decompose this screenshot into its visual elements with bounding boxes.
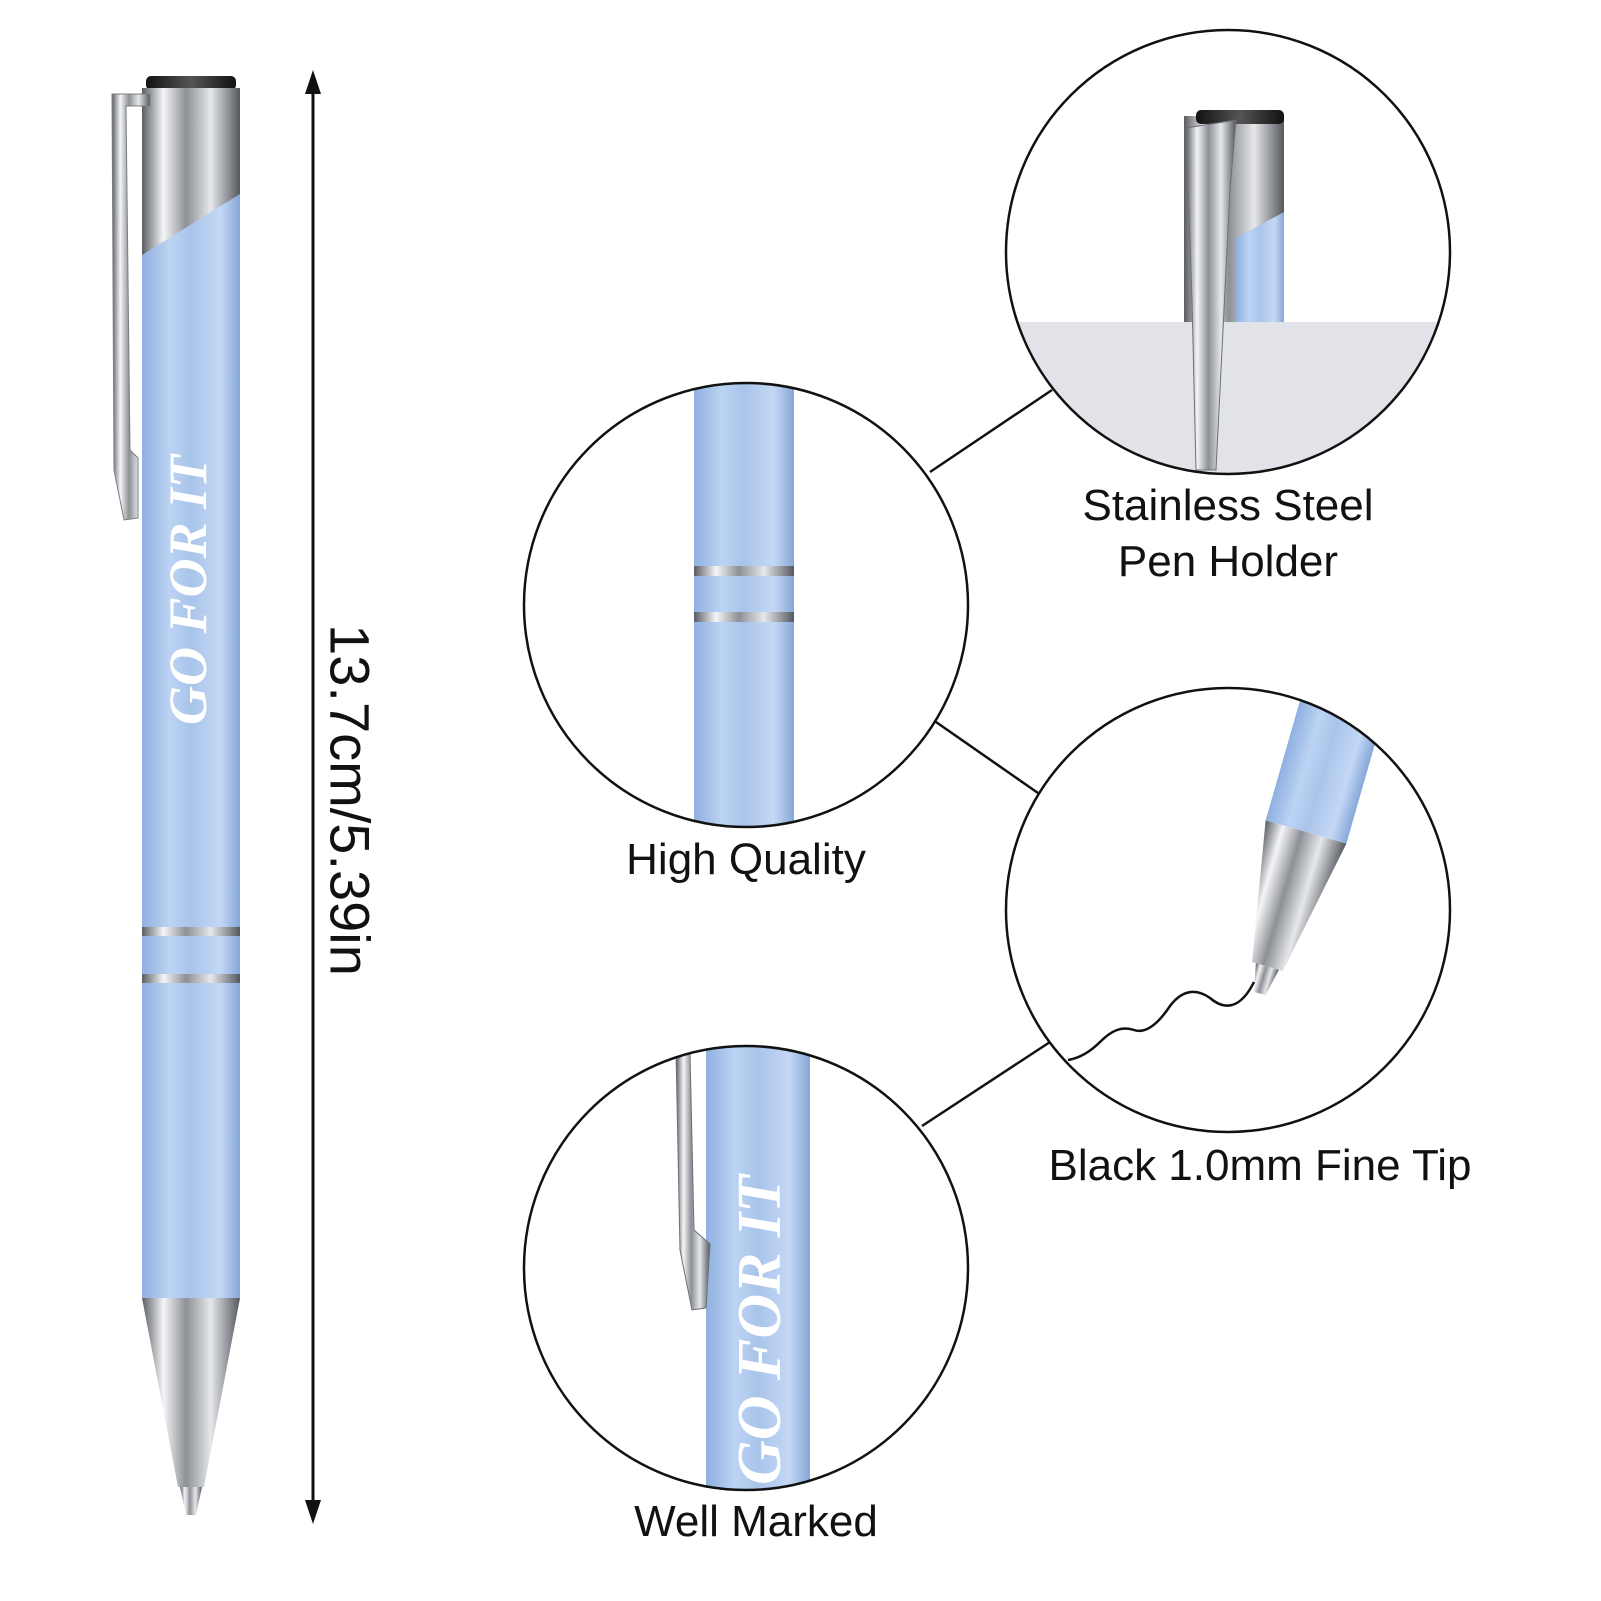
pen-clip	[111, 93, 151, 521]
callout-imprint: GO FOR IT	[726, 1173, 794, 1485]
pen: GO FOR IT	[111, 76, 240, 1515]
length-dimension	[305, 70, 321, 1524]
callout-tip	[1004, 686, 1452, 1134]
label-holder: Stainless Steel Pen Holder	[1028, 478, 1428, 590]
callout-quality	[522, 381, 970, 829]
pen-tip-cone	[142, 1298, 240, 1487]
callout-holder	[1004, 28, 1452, 476]
label-marked: Well Marked	[634, 1497, 878, 1546]
pen-ring	[142, 974, 240, 983]
pen-imprint: GO FOR IT	[158, 453, 218, 725]
label-tip: Black 1.0mm Fine Tip	[1048, 1141, 1472, 1190]
label-quality: High Quality	[626, 835, 866, 884]
arrow-down-icon	[305, 1500, 321, 1524]
callout-marked: GO FOR IT	[522, 1044, 970, 1492]
length-label: 13.7cm/5.39in	[318, 624, 382, 976]
pen-barrel	[142, 194, 240, 1298]
pen-ring	[142, 927, 240, 936]
label-holder-line1: Stainless Steel	[1082, 481, 1374, 530]
arrow-up-icon	[305, 70, 321, 94]
pen-tip-point	[180, 1487, 202, 1515]
callout-connectors	[921, 388, 1053, 1128]
pen-cap	[146, 76, 236, 90]
label-holder-line2: Pen Holder	[1117, 537, 1339, 586]
